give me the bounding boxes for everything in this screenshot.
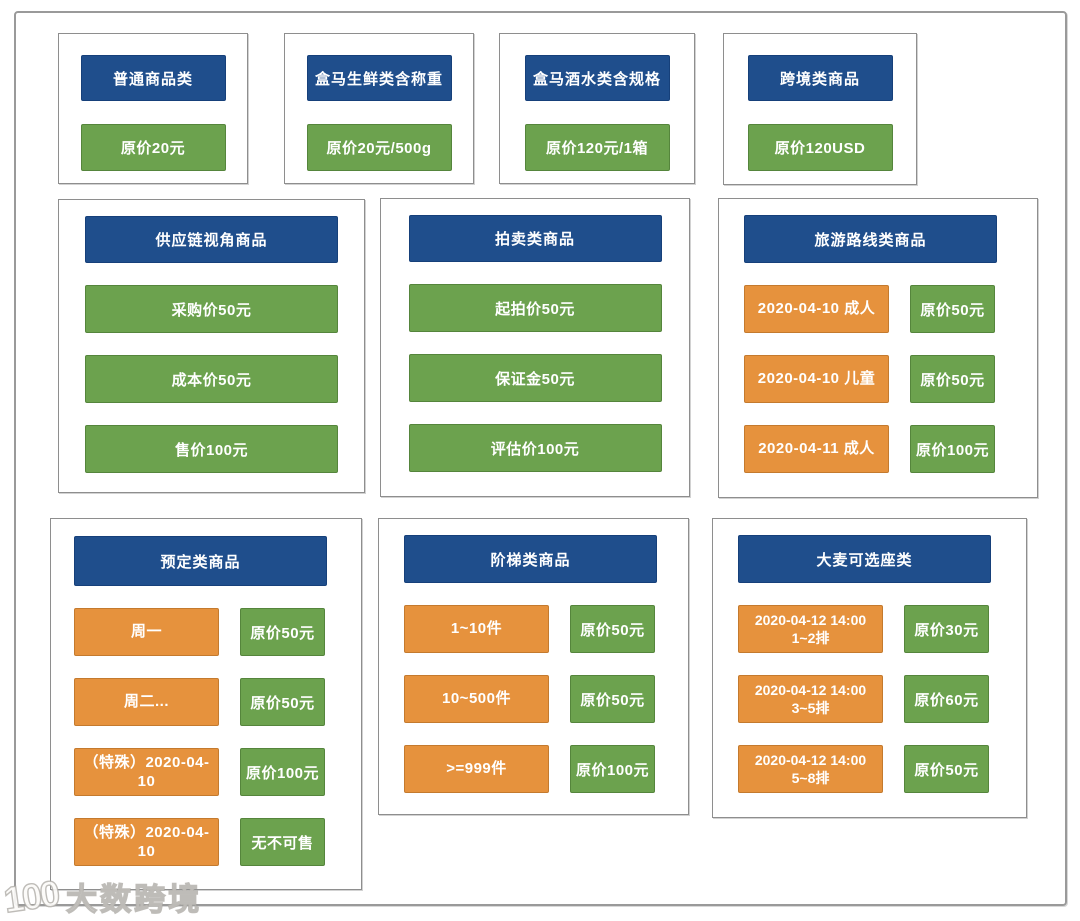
liquor-goods-price: 原价120元/1箱	[524, 124, 670, 171]
tiered-row: >=999件 原价100元	[404, 745, 655, 793]
panel-supply-chain-title: 供应链视角商品	[85, 216, 338, 263]
booking-row-price: 原价50元	[240, 678, 325, 726]
panel-liquor-goods-title: 盒马酒水类含规格	[524, 55, 670, 101]
panel-fresh-goods: 盒马生鲜类含称重 原价20元/500g	[284, 33, 474, 184]
damai-row: 2020-04-12 14:00 3~5排 原价60元	[738, 675, 989, 723]
damai-row-label: 2020-04-12 14:00 3~5排	[738, 675, 883, 723]
panel-travel-route-title: 旅游路线类商品	[744, 215, 997, 263]
travel-row-label: 2020-04-10 儿童	[744, 355, 889, 403]
booking-row: （特殊）2020-04-10 无不可售	[74, 818, 325, 866]
normal-goods-price: 原价20元	[80, 124, 226, 171]
travel-row: 2020-04-10 儿童 原价50元	[744, 355, 995, 403]
travel-row-price: 原价50元	[910, 285, 995, 333]
damai-row-datetime: 2020-04-12 14:00	[754, 681, 867, 698]
panel-tiered-title: 阶梯类商品	[404, 535, 657, 583]
travel-row-price: 原价50元	[910, 355, 995, 403]
tiered-row-label: 1~10件	[404, 605, 549, 653]
panel-tiered: 阶梯类商品 1~10件 原价50元 10~500件 原价50元 >=999件 原…	[378, 518, 689, 815]
travel-row: 2020-04-10 成人 原价50元	[744, 285, 995, 333]
damai-row-datetime: 2020-04-12 14:00	[754, 611, 867, 628]
panel-booking: 预定类商品 周一 原价50元 周二... 原价50元 （特殊）2020-04-1…	[50, 518, 362, 890]
supply-chain-cost-price: 成本价50元	[85, 355, 338, 403]
damai-row: 2020-04-12 14:00 5~8排 原价50元	[738, 745, 989, 793]
tiered-row: 10~500件 原价50元	[404, 675, 655, 723]
booking-row-label: （特殊）2020-04-10	[74, 748, 219, 796]
panel-travel-route: 旅游路线类商品 2020-04-10 成人 原价50元 2020-04-10 儿…	[718, 198, 1038, 498]
travel-row-label: 2020-04-10 成人	[744, 285, 889, 333]
panel-damai-seats-title: 大麦可选座类	[738, 535, 991, 583]
damai-row-price: 原价60元	[904, 675, 989, 723]
auction-start-price: 起拍价50元	[408, 284, 662, 332]
panel-auction-title: 拍卖类商品	[408, 215, 662, 262]
tiered-row-label: >=999件	[404, 745, 549, 793]
booking-row: （特殊）2020-04-10 原价100元	[74, 748, 325, 796]
travel-row-label: 2020-04-11 成人	[744, 425, 889, 473]
damai-row-label: 2020-04-12 14:00 1~2排	[738, 605, 883, 653]
booking-row-price: 原价50元	[240, 608, 325, 656]
panel-booking-title: 预定类商品	[74, 536, 327, 586]
damai-row-seats: 5~8排	[791, 770, 830, 786]
panel-auction: 拍卖类商品 起拍价50元 保证金50元 评估价100元	[380, 198, 690, 497]
damai-row-seats: 3~5排	[791, 700, 830, 716]
panel-fresh-goods-title: 盒马生鲜类含称重	[306, 55, 452, 101]
tiered-row: 1~10件 原价50元	[404, 605, 655, 653]
panel-liquor-goods: 盒马酒水类含规格 原价120元/1箱	[499, 33, 695, 184]
damai-row-label: 2020-04-12 14:00 5~8排	[738, 745, 883, 793]
auction-deposit-price: 保证金50元	[408, 354, 662, 402]
diagram-outer-frame	[14, 11, 1067, 906]
supply-chain-purchase-price: 采购价50元	[85, 285, 338, 333]
damai-row-price: 原价50元	[904, 745, 989, 793]
travel-row-price: 原价100元	[910, 425, 995, 473]
tiered-row-price: 原价50元	[570, 605, 655, 653]
tiered-row-price: 原价100元	[570, 745, 655, 793]
travel-row: 2020-04-11 成人 原价100元	[744, 425, 995, 473]
panel-crossborder-goods: 跨境类商品 原价120USD	[723, 33, 917, 185]
panel-supply-chain: 供应链视角商品 采购价50元 成本价50元 售价100元	[58, 199, 365, 493]
crossborder-goods-price: 原价120USD	[747, 124, 893, 171]
panel-normal-goods-title: 普通商品类	[80, 55, 226, 101]
booking-row-label: 周一	[74, 608, 219, 656]
booking-row-price: 无不可售	[240, 818, 325, 866]
booking-row-price: 原价100元	[240, 748, 325, 796]
damai-row-price: 原价30元	[904, 605, 989, 653]
fresh-goods-price: 原价20元/500g	[306, 124, 452, 171]
damai-row-seats: 1~2排	[791, 630, 830, 646]
auction-appraisal-price: 评估价100元	[408, 424, 662, 472]
panel-normal-goods: 普通商品类 原价20元	[58, 33, 248, 184]
damai-row: 2020-04-12 14:00 1~2排 原价30元	[738, 605, 989, 653]
booking-row: 周一 原价50元	[74, 608, 325, 656]
panel-crossborder-goods-title: 跨境类商品	[747, 55, 893, 101]
booking-row-label: （特殊）2020-04-10	[74, 818, 219, 866]
damai-row-datetime: 2020-04-12 14:00	[754, 751, 867, 768]
tiered-row-price: 原价50元	[570, 675, 655, 723]
tiered-row-label: 10~500件	[404, 675, 549, 723]
supply-chain-sale-price: 售价100元	[85, 425, 338, 473]
booking-row-label: 周二...	[74, 678, 219, 726]
booking-row: 周二... 原价50元	[74, 678, 325, 726]
panel-damai-seats: 大麦可选座类 2020-04-12 14:00 1~2排 原价30元 2020-…	[712, 518, 1027, 818]
